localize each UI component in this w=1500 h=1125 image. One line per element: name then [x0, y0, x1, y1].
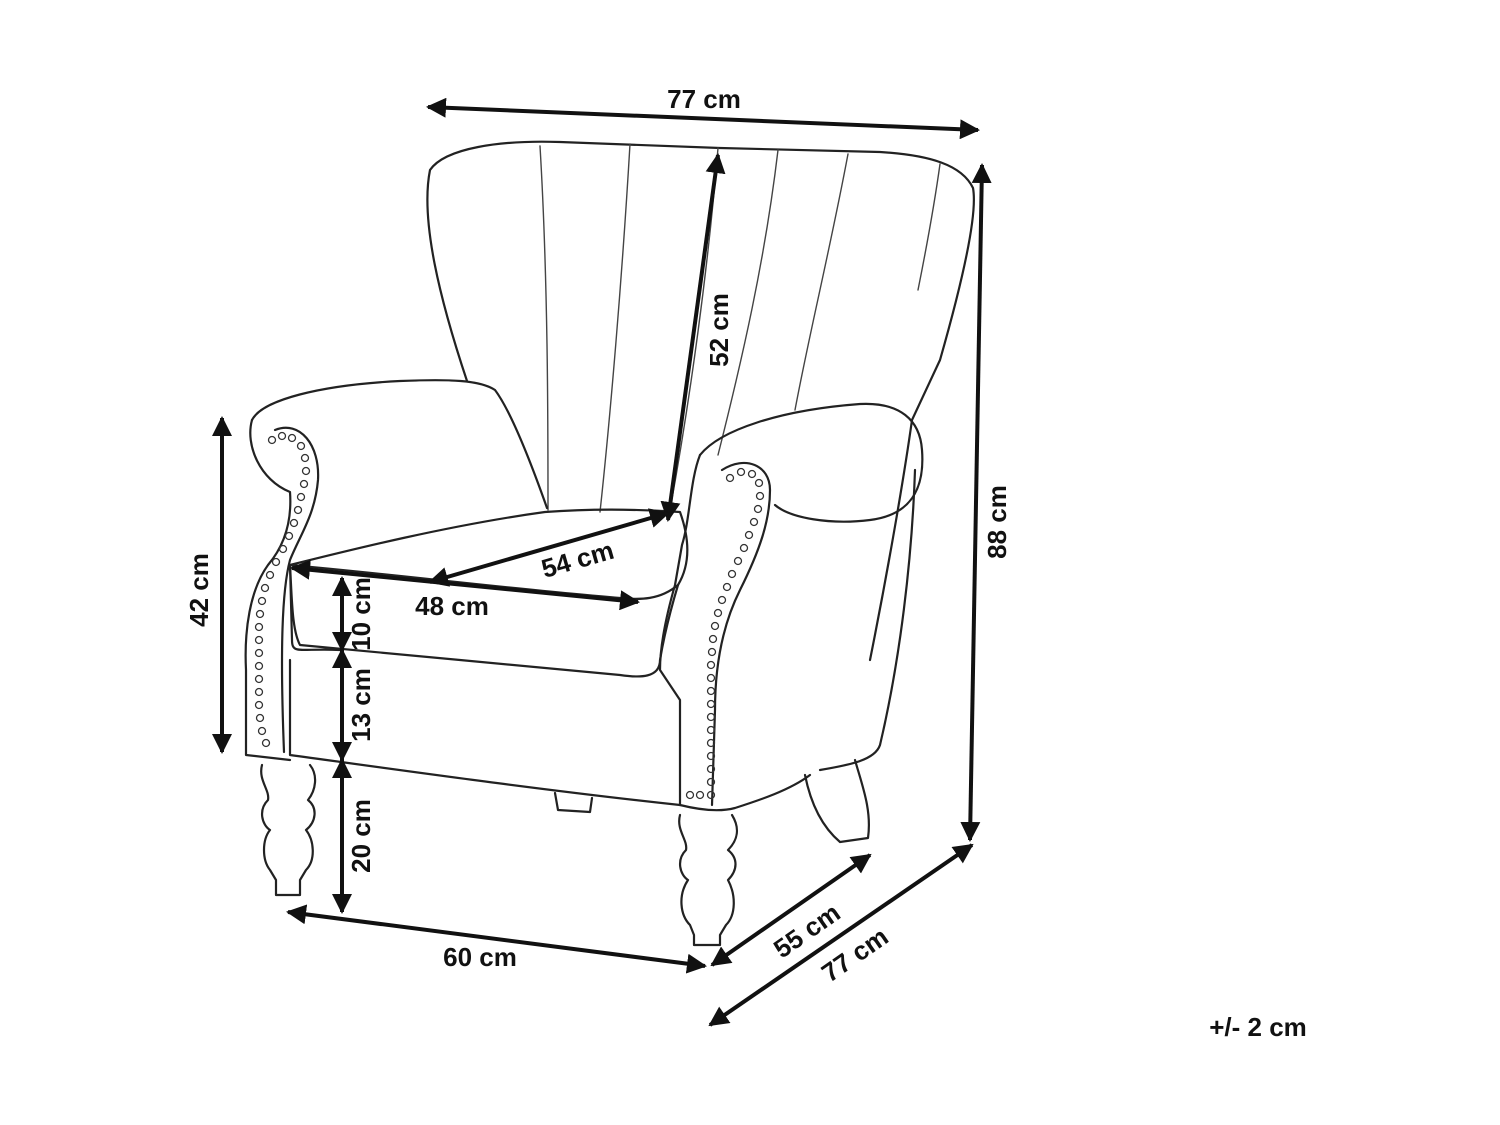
nailhead-studs — [254, 431, 765, 800]
dimension-lines — [212, 97, 992, 1027]
back-channel-6 — [917, 163, 941, 291]
left-arm-side — [244, 418, 292, 762]
back-channel-4 — [717, 149, 779, 456]
label-leg-height: 20 cm — [346, 799, 376, 873]
right-arm-roll — [698, 402, 924, 523]
label-total-height: 88 cm — [982, 485, 1012, 559]
right-arm-front — [658, 453, 812, 812]
back-channel-5 — [794, 153, 849, 411]
label-tolerance: +/- 2 cm — [1209, 1012, 1307, 1042]
dim-line-width-top — [426, 97, 980, 140]
left-arm-scroll — [273, 426, 320, 754]
dim-line-seat-width — [290, 559, 640, 611]
dim-line-total-height — [960, 163, 992, 842]
left-arm-inner — [288, 563, 342, 652]
label-width-top: 77 cm — [667, 84, 741, 114]
right-arm-scroll — [710, 461, 772, 807]
back-channel-1 — [539, 145, 549, 511]
dim-line-total-depth — [708, 843, 974, 1027]
seat-base — [288, 658, 682, 807]
label-back-height: 52 cm — [704, 293, 734, 367]
label-seat-width: 48 cm — [415, 591, 489, 621]
back-left-leg — [553, 791, 594, 814]
label-cushion-height: 10 cm — [346, 577, 376, 651]
left-front-leg — [260, 763, 317, 897]
left-arm-roll — [250, 379, 549, 510]
dim-line-back-height — [660, 153, 726, 522]
label-seat-base-height: 13 cm — [346, 668, 376, 742]
label-seat-depth: 54 cm — [538, 535, 617, 584]
right-arm-side — [818, 468, 917, 772]
back-channel-2 — [599, 143, 631, 513]
label-arm-height: 42 cm — [184, 553, 214, 627]
back-right-leg — [803, 758, 870, 844]
dimension-labels: 77 cm 52 cm 88 cm 42 cm 54 cm 48 cm 10 c… — [184, 84, 1307, 1042]
right-front-leg — [678, 813, 738, 947]
dim-line-front-width — [286, 904, 707, 974]
chair-back — [426, 140, 975, 662]
label-front-width: 60 cm — [443, 942, 517, 972]
